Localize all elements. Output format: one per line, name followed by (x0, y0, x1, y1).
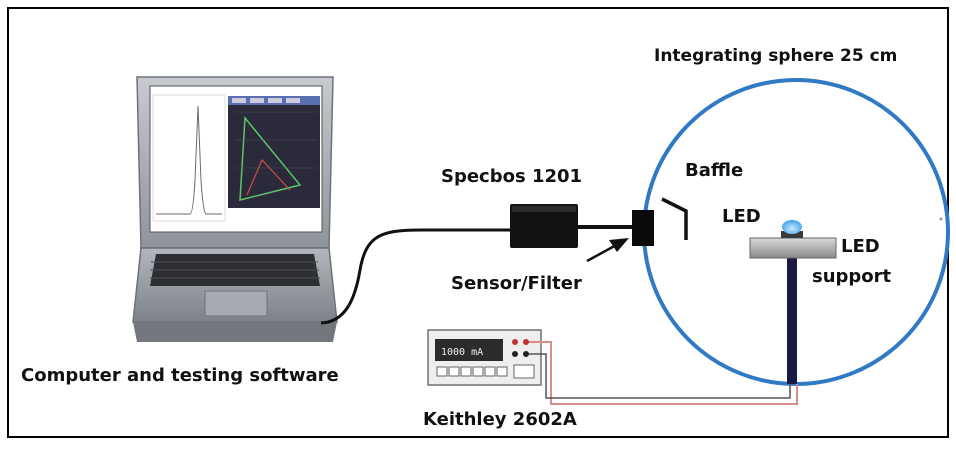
led-support-rod (787, 256, 797, 384)
sensor-filter (632, 210, 654, 246)
led-support-plate (749, 237, 837, 259)
led-label: LED (722, 206, 761, 227)
baffle-label: Baffle (685, 160, 744, 181)
sensor-filter-label: Sensor/Filter (451, 273, 582, 294)
usb-cable (320, 228, 510, 325)
keithley-display-readout: 1000 mA (441, 347, 483, 358)
current-wire-red (529, 341, 798, 405)
spectrometer-label: Specbos 1201 (441, 166, 583, 187)
sensor-arrow (586, 238, 629, 263)
led (781, 220, 803, 238)
spectrometer (510, 204, 578, 248)
keithley-instrument (427, 329, 542, 386)
sphere-label: Integrating sphere 25 cm (654, 46, 898, 66)
led-support-label-line2: support (812, 266, 892, 287)
keithley-label: Keithley 2602A (423, 409, 577, 430)
current-wire-dark (529, 353, 791, 399)
computer-label: Computer and testing software (21, 365, 339, 386)
led-support-label-line1: LED (841, 236, 880, 257)
baffle (661, 197, 688, 240)
laptop (132, 76, 338, 342)
stray-dot (939, 217, 943, 221)
